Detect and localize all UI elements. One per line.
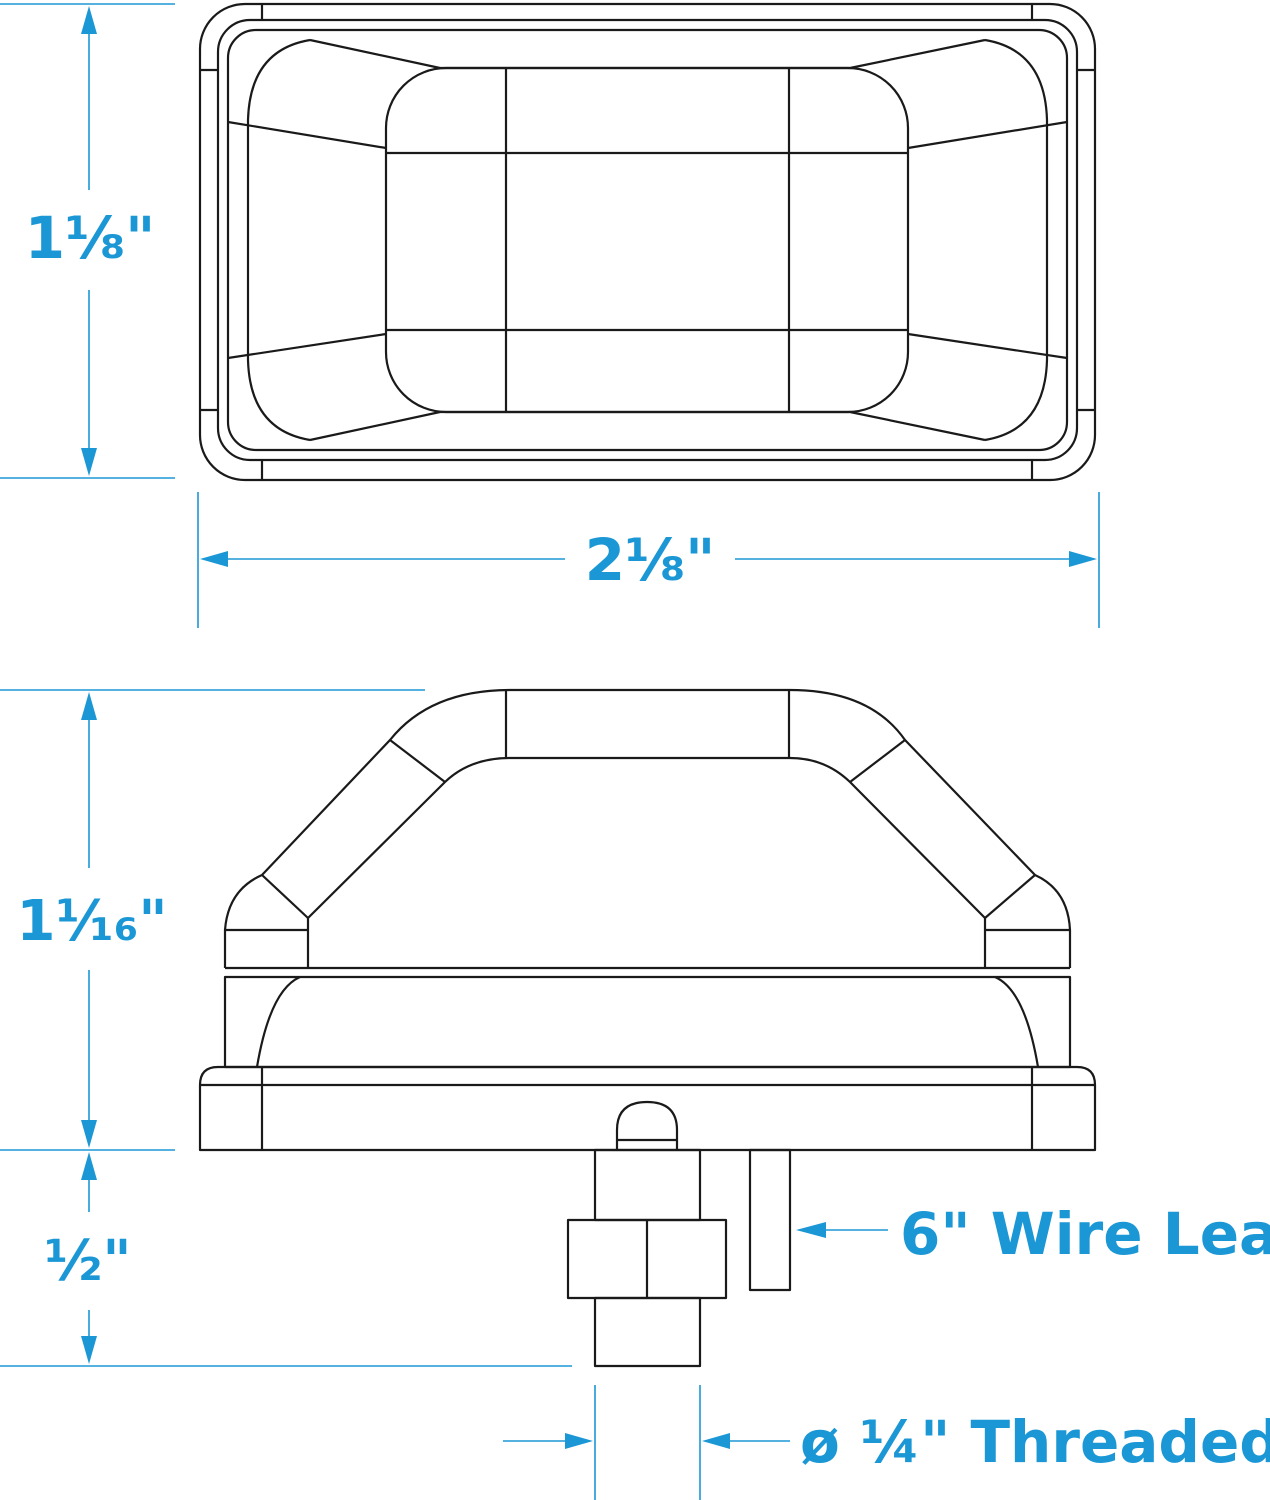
top-width-dimension: 2⅛" <box>197 492 1100 628</box>
wire-lead-label: 6" Wire Lead <box>900 1200 1270 1268</box>
stud-length-label: ½" <box>44 1229 131 1294</box>
top-height-dimension: 1⅛" <box>0 3 175 479</box>
top-height-label: 1⅛" <box>25 204 156 272</box>
side-view-drawing <box>198 688 1097 1368</box>
top-width-label: 2⅛" <box>585 526 716 594</box>
wire-lead-callout: 6" Wire Lead <box>796 1200 1270 1268</box>
threaded-label: ø ¼" Threaded <box>800 1408 1270 1476</box>
thread-diameter-callout: ø ¼" Threaded <box>503 1385 1270 1500</box>
stud-length-dimension: ½" <box>0 1152 572 1367</box>
side-height-label: 1¹⁄₁₆" <box>16 889 167 954</box>
top-view-drawing <box>198 2 1097 482</box>
side-height-dimension: 1¹⁄₁₆" <box>0 689 425 1151</box>
